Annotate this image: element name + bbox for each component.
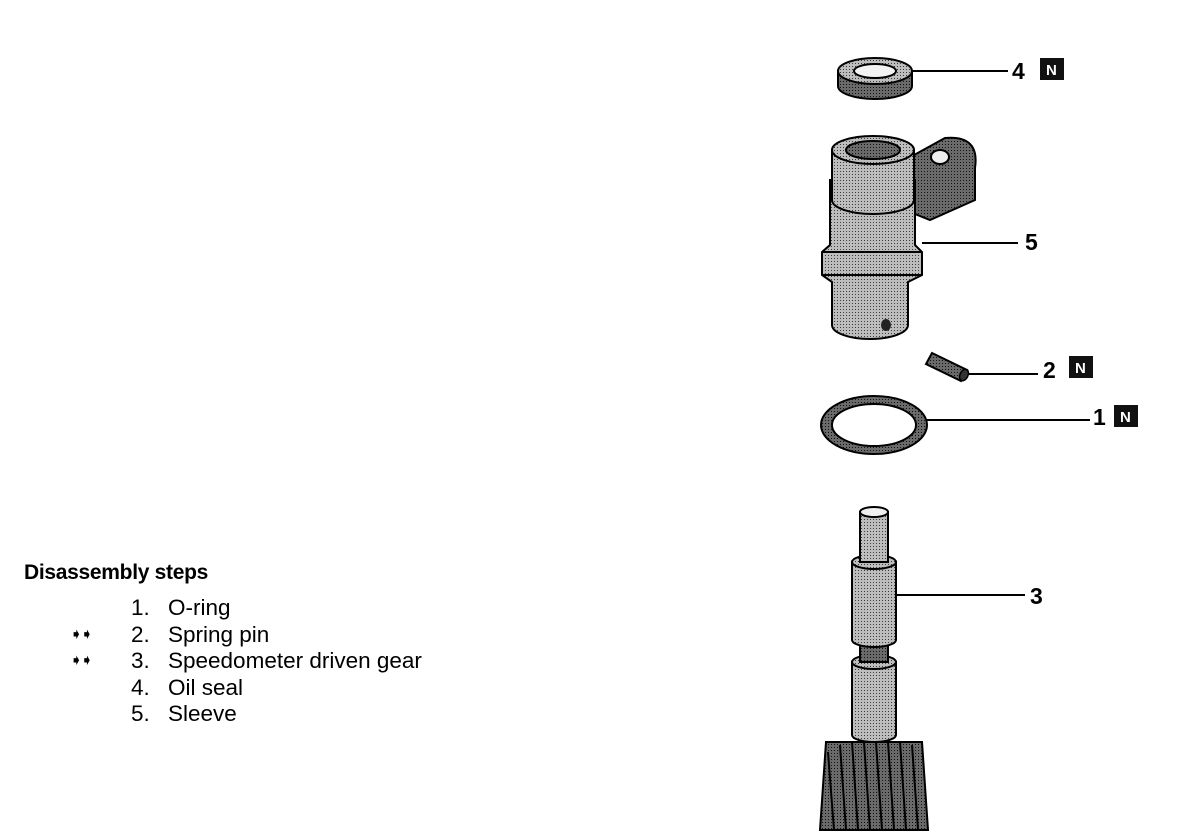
callout-4-n-label: N (1046, 62, 1057, 79)
callout-2-n-label: N (1075, 360, 1086, 377)
o-ring-part (820, 395, 928, 455)
step-text: Oil seal (168, 674, 244, 700)
step-text: Sleeve (168, 701, 237, 726)
callout-2-n-badge (1069, 356, 1093, 378)
speedometer-driven-gear-part (818, 506, 930, 831)
callout-4-n-badge (1040, 58, 1064, 80)
sleeve-part (821, 135, 977, 340)
callout-1-n-badge (1114, 405, 1138, 427)
callout-1-n-label: N (1120, 409, 1131, 426)
step-text: O-ring (168, 595, 231, 620)
step-number: 5. (131, 701, 150, 726)
step-number: 4. (131, 674, 150, 700)
oil-seal-part (837, 57, 913, 100)
step-number: 1. (131, 595, 150, 620)
step-number: 3. (131, 648, 150, 673)
callout-1-number: 1 (1093, 404, 1106, 430)
step-text: Speedometer driven gear (168, 648, 422, 673)
callout-4-number: 4 (1012, 58, 1025, 84)
disassembly-steps-heading: Disassembly steps (24, 561, 209, 584)
step-text: Spring pin (168, 621, 270, 647)
callout-2-number: 2 (1043, 357, 1056, 383)
callout-3-number: 3 (1030, 583, 1043, 609)
step-marker: ➧➧ (70, 652, 93, 669)
step-number: 2. (131, 621, 150, 647)
spring-pin-part (924, 351, 970, 383)
step-marker: ➧➧ (70, 625, 93, 643)
callout-5-number: 5 (1025, 229, 1038, 255)
